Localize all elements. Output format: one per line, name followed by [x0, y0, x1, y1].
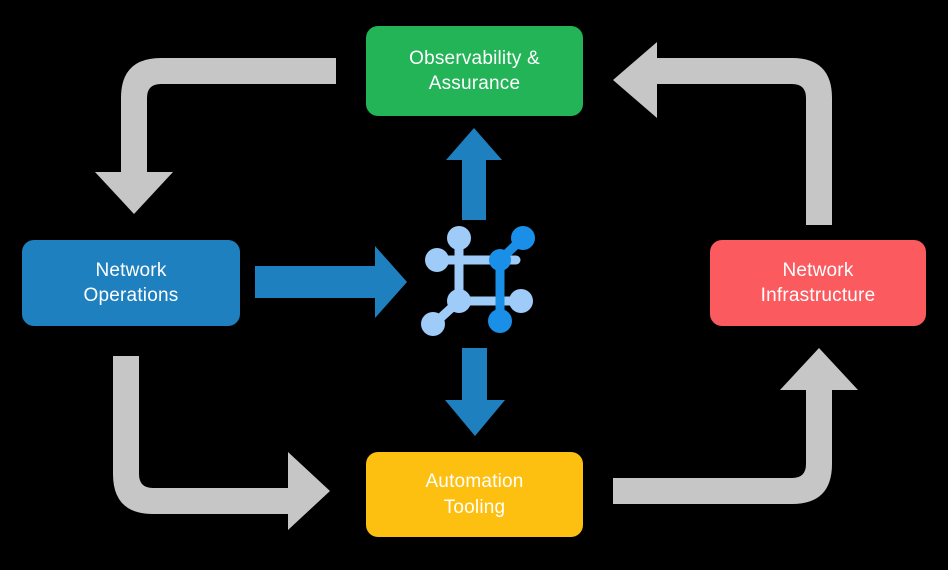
topology-node-center-lower-left: [447, 289, 471, 313]
topology-node-top-left: [447, 226, 471, 250]
blue-arrow-center-to-automation: [445, 348, 505, 436]
gray-arrow-infrastructure-to-observability: [613, 42, 832, 225]
topology-node-right-mid: [509, 289, 533, 313]
node-network-infrastructure[interactable]: Network Infrastructure: [710, 240, 926, 326]
blue-arrow-operations-to-center: [255, 246, 407, 318]
gray-arrow-automation-to-infrastructure: [613, 348, 858, 504]
blue-arrow-center-to-observability: [446, 128, 502, 220]
network-topology-icon: [421, 226, 535, 336]
topology-node-top-right: [511, 226, 535, 250]
node-network-operations[interactable]: Network Operations: [22, 240, 240, 326]
gray-arrow-observability-to-operations: [95, 58, 336, 214]
gray-arrow-operations-to-automation: [113, 356, 330, 530]
topology-node-bottom-right: [488, 309, 512, 333]
topology-node-bottom-left: [421, 312, 445, 336]
node-automation-tooling[interactable]: Automation Tooling: [366, 452, 583, 537]
topology-node-hub: [489, 249, 511, 271]
node-observability-assurance[interactable]: Observability & Assurance: [366, 26, 583, 116]
topology-node-left: [425, 248, 449, 272]
